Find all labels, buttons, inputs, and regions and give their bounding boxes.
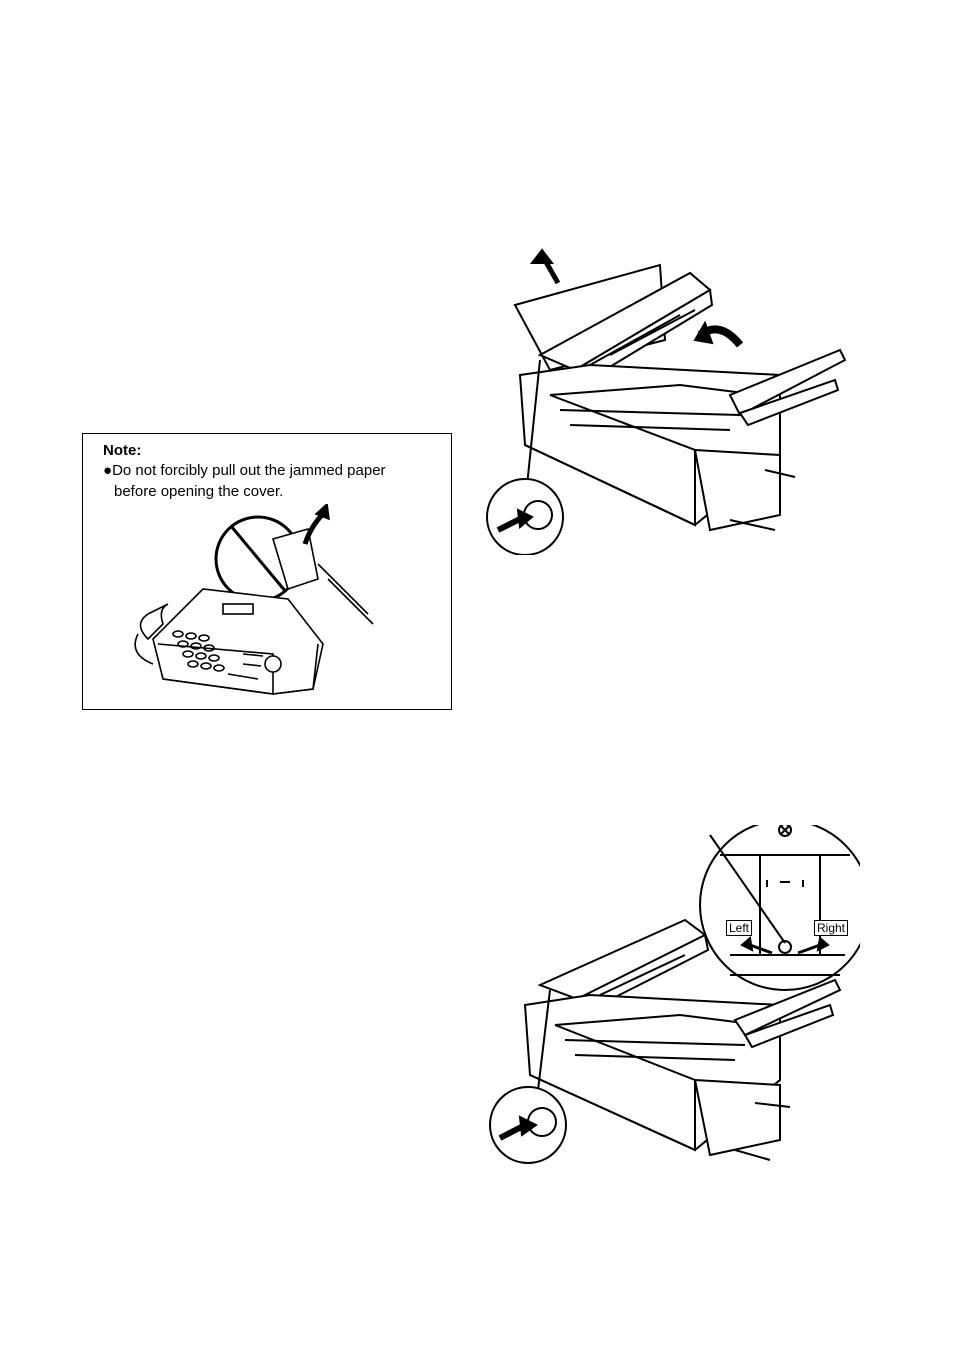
note-box: Note: ●Do not forcibly pull out the jamm… <box>82 433 452 710</box>
fax-open-cover-illustration <box>480 245 860 555</box>
note-text: ●Do not forcibly pull out the jammed pap… <box>103 460 443 502</box>
note-text-line2: before opening the cover. <box>103 483 283 500</box>
lever-right-label: Right <box>814 920 848 936</box>
bullet-icon: ● <box>103 462 112 479</box>
fax-pull-paper-illustration <box>123 504 423 704</box>
note-text-line1: Do not forcibly pull out the jammed pape… <box>112 462 385 479</box>
fax-lever-adjust-illustration: Left Right <box>480 825 860 1170</box>
lever-left-label: Left <box>726 920 752 936</box>
note-title: Note: <box>103 442 141 459</box>
